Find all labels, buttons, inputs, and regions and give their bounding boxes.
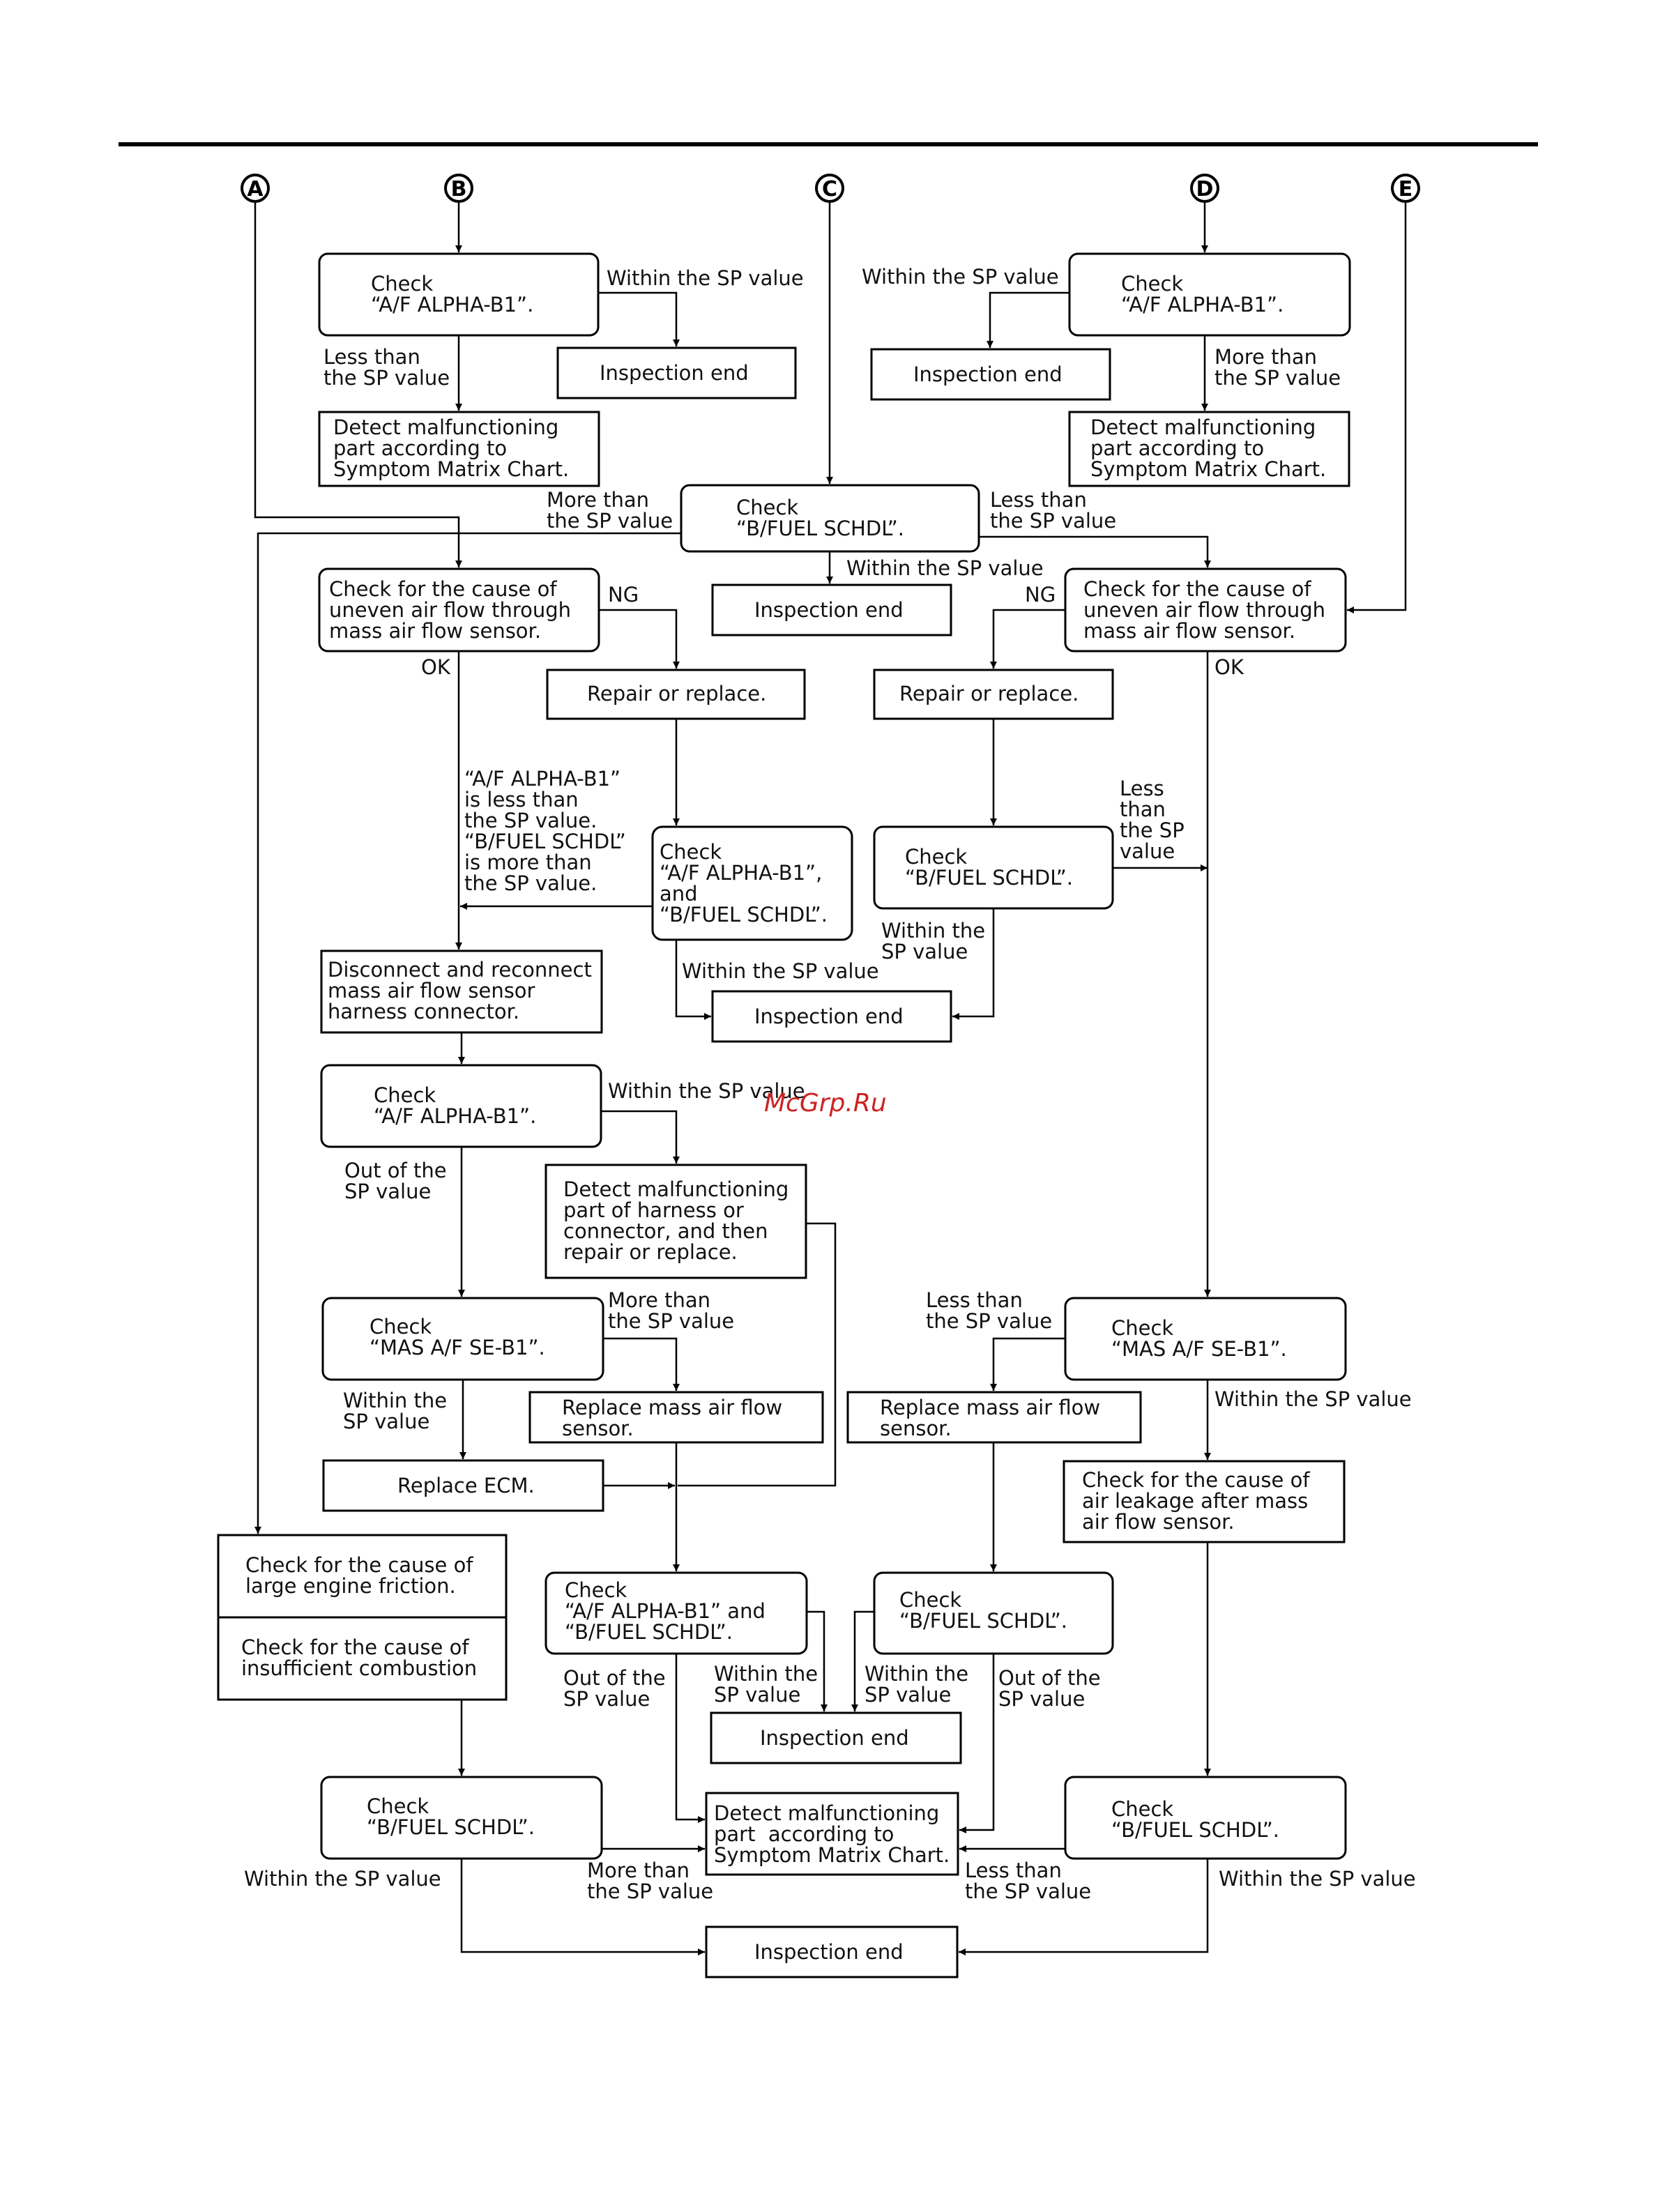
box-final-end bbox=[705, 1925, 959, 1978]
label-lb-within: Within the SP value bbox=[244, 1867, 441, 1891]
box-m-detect-sym bbox=[705, 1792, 959, 1876]
box-m-check-both bbox=[651, 825, 853, 941]
box-l-disconnect bbox=[320, 949, 603, 1034]
box-l-replace-ecm bbox=[322, 1459, 604, 1512]
box-r-check-fuel-text: Check “B/FUEL SCHDL”. bbox=[905, 845, 1073, 890]
label-r-mas-less: Less than the SP value bbox=[926, 1288, 1053, 1333]
box-r-bottom-fuel bbox=[1064, 1776, 1347, 1860]
flow-lines bbox=[254, 202, 1407, 1955]
box-m-end2-text: Inspection end bbox=[760, 1726, 909, 1750]
box-r-repair-text: Repair or replace. bbox=[899, 682, 1079, 705]
box-m-detect-harness bbox=[545, 1164, 807, 1279]
label-m-af-out: Out of the SP value bbox=[563, 1666, 666, 1711]
box-r-replace-mass-text: Replace mass air flow sensor. bbox=[880, 1396, 1101, 1440]
label-l-alpha-out: Out of the SP value bbox=[344, 1159, 447, 1203]
box-m-end-text: Inspection end bbox=[754, 1005, 904, 1028]
label-c-less: Less than the SP value bbox=[990, 488, 1117, 533]
box-l-bottom-fuel-text: Check “B/FUEL SCHDL”. bbox=[367, 1794, 535, 1839]
box-l-replace-ecm-text: Replace ECM. bbox=[397, 1474, 535, 1497]
box-d1-end bbox=[870, 348, 1111, 401]
label-r-ng: NG bbox=[1025, 583, 1056, 607]
label-l-mas-more: More than the SP value bbox=[608, 1288, 735, 1333]
box-m-check-alpha-fuel-text: Check “A/F ALPHA-B1” and “B/FUEL SCHDL”. bbox=[565, 1578, 766, 1644]
box-l-uneven-text: Check for the cause of uneven air flow t… bbox=[329, 577, 572, 643]
flow-boxes bbox=[217, 252, 1351, 1978]
watermark: McGrp.Ru bbox=[764, 1089, 887, 1118]
box-d1-end-text: Inspection end bbox=[913, 363, 1063, 386]
connector-a: A bbox=[247, 177, 264, 201]
label-b-less: Less than the SP value bbox=[323, 345, 450, 390]
box-b1-detect bbox=[318, 411, 600, 487]
box-m-end2 bbox=[710, 1711, 962, 1764]
box-r-bottom-fuel-text: Check “B/FUEL SCHDL”. bbox=[1111, 1797, 1279, 1842]
box-mr-check-fuel-text: Check “B/FUEL SCHDL”. bbox=[899, 1588, 1067, 1633]
connector-b: B bbox=[451, 177, 467, 201]
connector-e: E bbox=[1399, 177, 1413, 201]
connector-c: C bbox=[822, 177, 837, 201]
box-m-detect-harness-text: Detect malfunctioning part of harness or… bbox=[563, 1177, 789, 1264]
box-r-check-mas-text: Check “MAS A/F SE-B1”. bbox=[1111, 1316, 1287, 1361]
label-l-mas-within: Within the SP value bbox=[343, 1389, 448, 1433]
box-c-check-text: Check “B/FUEL SCHDL”. bbox=[736, 496, 904, 540]
label-mr-out: Out of the SP value bbox=[998, 1666, 1101, 1711]
label-m-within: Within the SP value bbox=[682, 959, 879, 983]
label-d-within: Within the SP value bbox=[862, 265, 1059, 289]
box-friction-text: Check for the cause of large engine fric… bbox=[245, 1553, 473, 1598]
label-m-af-within: Within the SP value bbox=[714, 1662, 818, 1707]
box-m-detect-sym-text: Detect malfunctioning part according to … bbox=[714, 1801, 950, 1867]
label-r-less: Less than the SP value bbox=[1120, 777, 1185, 863]
box-l-repair-text: Repair or replace. bbox=[587, 682, 767, 705]
box-c-end-text: Inspection end bbox=[754, 598, 904, 622]
box-r-uneven-text: Check for the cause of uneven air flow t… bbox=[1083, 577, 1326, 643]
box-final-end-text: Inspection end bbox=[754, 1940, 904, 1964]
label-l-alpha-within: Within the SP value bbox=[608, 1079, 805, 1103]
box-l-check-mas-text: Check “MAS A/F SE-B1”. bbox=[370, 1315, 545, 1359]
label-c-within: Within the SP value bbox=[846, 556, 1044, 580]
box-l-check-alpha-text: Check “A/F ALPHA-B1”. bbox=[374, 1083, 537, 1128]
label-b-within: Within the SP value bbox=[607, 266, 804, 290]
label-rb-within: Within the SP value bbox=[1219, 1867, 1416, 1891]
label-r-ok: OK bbox=[1214, 655, 1244, 679]
label-r-within: Within the SP value bbox=[881, 919, 986, 963]
box-r-replace-mass bbox=[846, 1391, 1142, 1444]
box-b1-detect-text: Detect malfunctioning part according to … bbox=[333, 415, 570, 481]
label-l-ng: NG bbox=[608, 583, 639, 607]
label-l-condition: “A/F ALPHA-B1” is less than the SP value… bbox=[464, 767, 626, 895]
box-l-replace-mass-text: Replace mass air flow sensor. bbox=[562, 1396, 783, 1440]
box-combustion-text: Check for the cause of insufficient comb… bbox=[241, 1635, 478, 1680]
connector-d: D bbox=[1196, 177, 1214, 201]
box-b1-check-text: Check “A/F ALPHA-B1”. bbox=[371, 272, 534, 316]
box-l-repair bbox=[546, 669, 806, 720]
box-b1-end-text: Inspection end bbox=[600, 361, 749, 385]
box-c-end bbox=[711, 583, 952, 636]
box-m-check-both-text: Check “A/F ALPHA-B1”, and “B/FUEL SCHDL”… bbox=[660, 840, 828, 926]
label-rb-less: Less than the SP value bbox=[965, 1859, 1092, 1903]
label-d-more: More than the SP value bbox=[1214, 345, 1341, 390]
box-l-replace-mass bbox=[528, 1391, 824, 1444]
box-b1-end bbox=[556, 346, 797, 399]
label-mr-within: Within the SP value bbox=[865, 1662, 969, 1707]
label-l-ok: OK bbox=[421, 655, 450, 679]
box-l-disconnect-text: Disconnect and reconnect mass air flow s… bbox=[328, 958, 592, 1023]
connector-circles: A B C D E bbox=[241, 174, 1420, 203]
label-lb-more: More than the SP value bbox=[587, 1859, 714, 1903]
box-d1-check bbox=[1068, 252, 1351, 337]
label-c-more: More than the SP value bbox=[547, 488, 673, 533]
box-d1-detect bbox=[1068, 411, 1350, 487]
box-r-leakage-text: Check for the cause of air leakage after… bbox=[1082, 1468, 1310, 1534]
box-m-end bbox=[711, 990, 952, 1043]
box-d1-check-text: Check “A/F ALPHA-B1”. bbox=[1121, 272, 1284, 316]
label-r-mas-within: Within the SP value bbox=[1214, 1387, 1412, 1411]
box-d1-detect-text: Detect malfunctioning part according to … bbox=[1090, 415, 1327, 481]
box-r-leakage bbox=[1063, 1460, 1346, 1543]
box-r-repair bbox=[873, 669, 1114, 720]
